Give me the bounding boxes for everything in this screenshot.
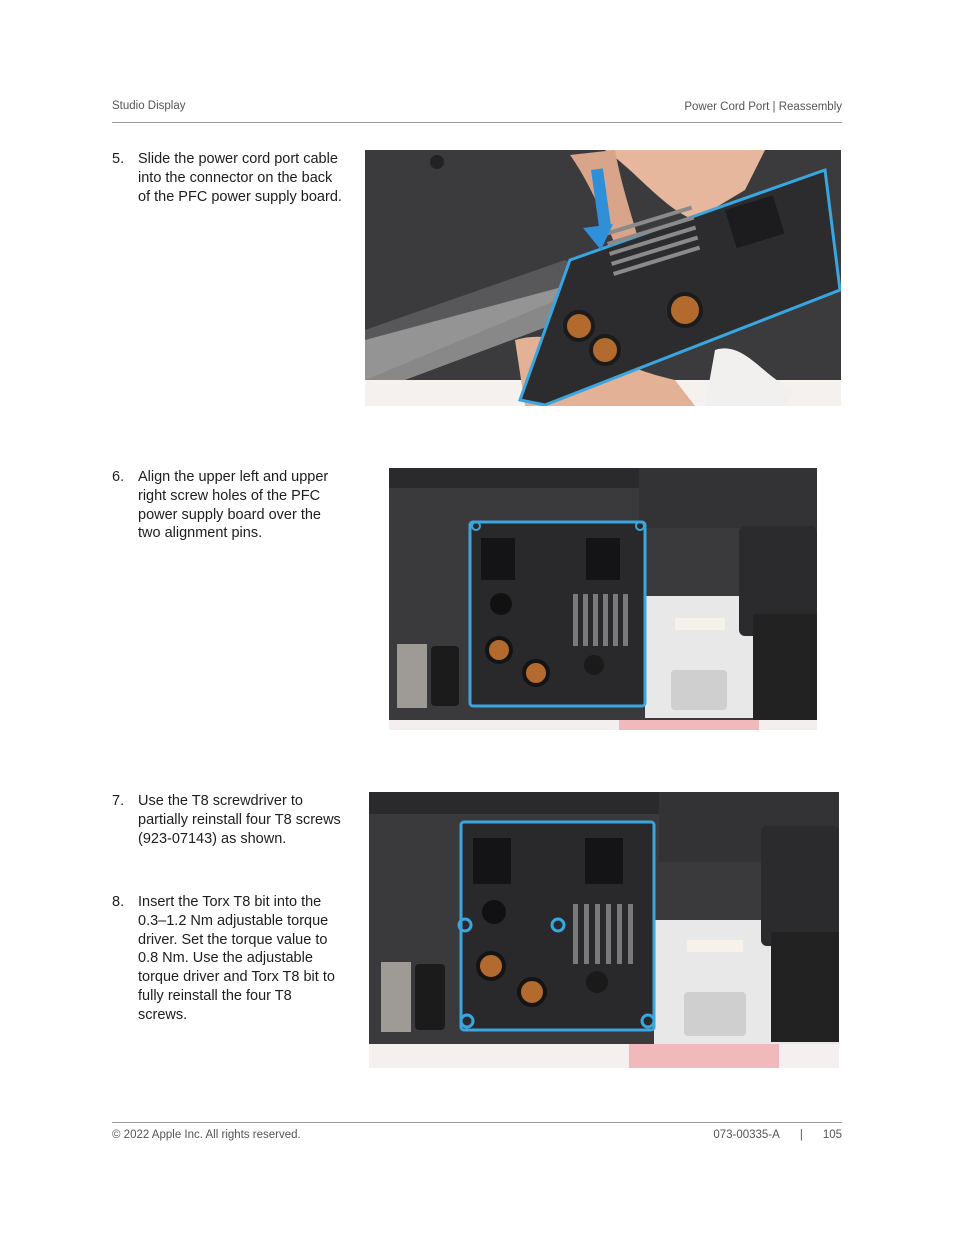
step-text: Align the upper left and upper right scr… — [138, 469, 329, 542]
photo-reinstall-screws — [369, 792, 839, 1068]
step-5: 5. Slide the power cord port cable into … — [112, 150, 342, 206]
footer-page-number: 105 — [822, 1129, 842, 1141]
step-6: 6. Align the upper left and upper right … — [112, 468, 342, 543]
header-divider — [112, 122, 842, 123]
footer-divider — [112, 1122, 842, 1123]
photo-align-board — [389, 468, 817, 730]
step-7: 7. Use the T8 screwdriver to partially r… — [112, 792, 342, 848]
step-text: Use the T8 screwdriver to partially rein… — [138, 793, 341, 847]
step-number: 8. — [112, 894, 125, 910]
footer-copyright: © 2022 Apple Inc. All rights reserved. — [112, 1129, 301, 1141]
photo-connect-cable — [365, 150, 841, 406]
step-number: 7. — [112, 793, 125, 809]
footer-page-info: 073-00335-A | 105 — [713, 1129, 842, 1141]
step-number: 5. — [112, 151, 125, 167]
step-text: Insert the Torx T8 bit into the 0.3–1.2 … — [138, 894, 335, 1023]
header-document-title: Studio Display — [112, 100, 186, 112]
step-8: 8. Insert the Torx T8 bit into the 0.3–1… — [112, 893, 342, 1025]
footer-separator: | — [799, 1129, 803, 1141]
step-number: 6. — [112, 469, 125, 485]
step-text: Slide the power cord port cable into the… — [138, 151, 342, 205]
footer-doc-number: 073-00335-A — [713, 1129, 780, 1141]
header-section-title: Power Cord Port | Reassembly — [684, 101, 842, 113]
